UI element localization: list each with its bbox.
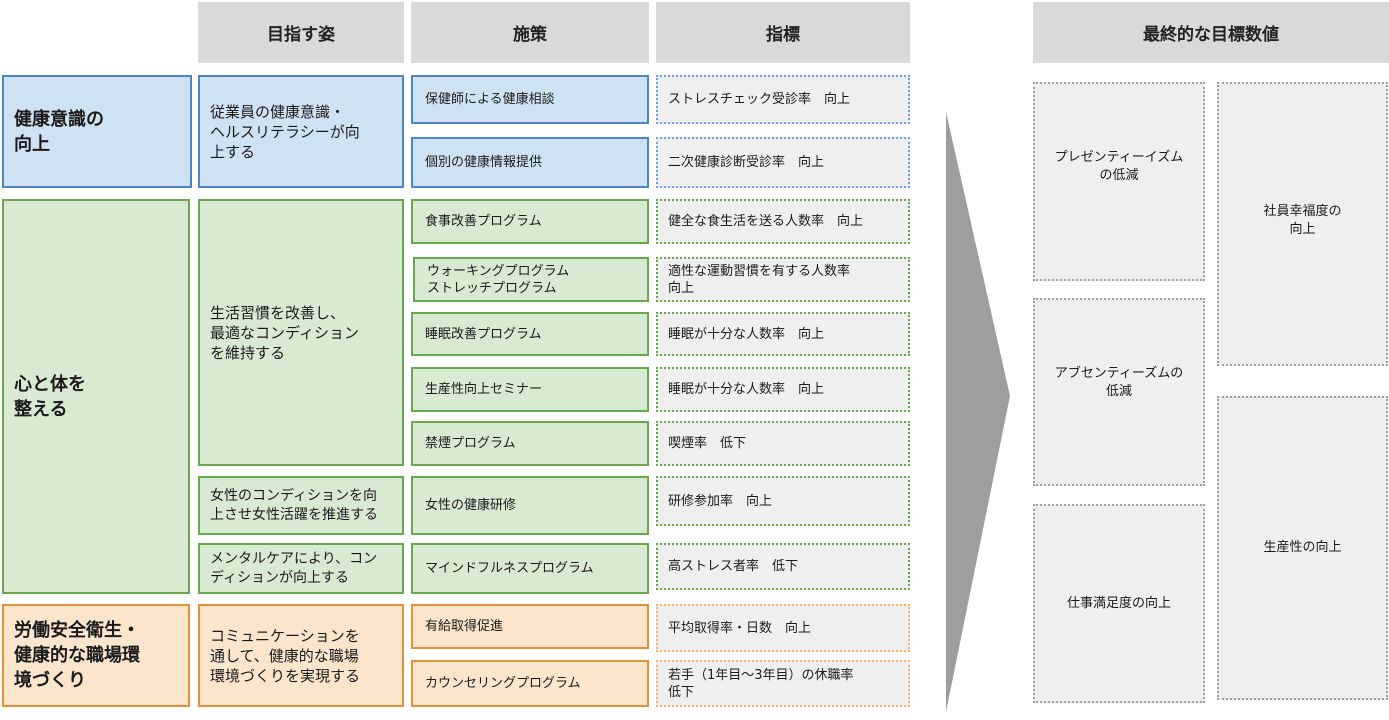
indicator-item: 若手（1年目～3年目）の休職率 低下 [656,660,910,707]
indicator-item: 適性な運動習慣を有する人数率 向上 [656,257,910,302]
policy-item: 睡眠改善プログラム [411,312,649,356]
policy-item: 個別の健康情報提供 [411,137,649,188]
indicator-item: 研修参加率 向上 [656,476,910,526]
arrow-shape [946,112,1010,712]
indicator-item: 喫煙率 低下 [656,421,910,466]
goal-communication: コミュニケーションを 通して、健康的な職場 環境づくりを実現する [198,604,404,707]
indicator-item: 睡眠が十分な人数率 向上 [656,312,910,356]
indicator-item: 平均取得率・日数 向上 [656,604,910,652]
policy-item: ウォーキングプログラム ストレッチプログラム [413,257,649,302]
final-target-wellbeing: 社員幸福度の 向上 [1217,82,1388,366]
category-health-awareness: 健康意識の 向上 [2,75,192,188]
final-target-job-satisfaction: 仕事満足度の向上 [1033,504,1205,703]
indicator-item: 二次健康診断受診率 向上 [656,137,910,188]
header-policy: 施策 [411,2,649,63]
policy-item: 保健師による健康相談 [411,75,649,124]
policy-item: 女性の健康研修 [411,476,649,535]
header-final-targets: 最終的な目標数値 [1033,2,1389,63]
final-target-presenteeism: プレゼンティーイズム の低減 [1033,82,1205,281]
goal-mental-care: メンタルケアにより、コン ディションが向上する [198,543,404,594]
policy-item: 有給取得促進 [411,604,649,649]
final-target-absenteeism: アブセンティーズムの 低減 [1033,298,1205,486]
policy-item: 禁煙プログラム [411,421,649,466]
category-mind-body: 心と体を 整える [2,199,190,594]
header-vision: 目指す姿 [198,2,404,63]
indicator-item: 睡眠が十分な人数率 向上 [656,367,910,412]
indicator-item: ストレスチェック受診率 向上 [656,75,910,124]
chevron-arrow-icon [946,112,1010,712]
indicator-item: 健全な食生活を送る人数率 向上 [656,199,910,244]
policy-item: マインドフルネスプログラム [411,543,649,594]
goal-health-literacy: 従業員の健康意識・ ヘルスリテラシーが向 上する [198,75,404,188]
final-target-productivity: 生産性の向上 [1217,396,1388,700]
goal-lifestyle: 生活習慣を改善し、 最適なコンディション を維持する [198,199,404,466]
policy-item: 食事改善プログラム [411,199,649,244]
policy-item: 生産性向上セミナー [411,367,649,412]
category-workplace-safety: 労働安全衛生・ 健康的な職場環 境づくり [2,604,190,707]
policy-item: カウンセリングプログラム [411,660,649,707]
indicator-item: 高ストレス者率 低下 [656,543,910,590]
header-indicator: 指標 [656,2,910,63]
goal-women-condition: 女性のコンディションを向 上させ女性活躍を推進する [198,476,404,535]
